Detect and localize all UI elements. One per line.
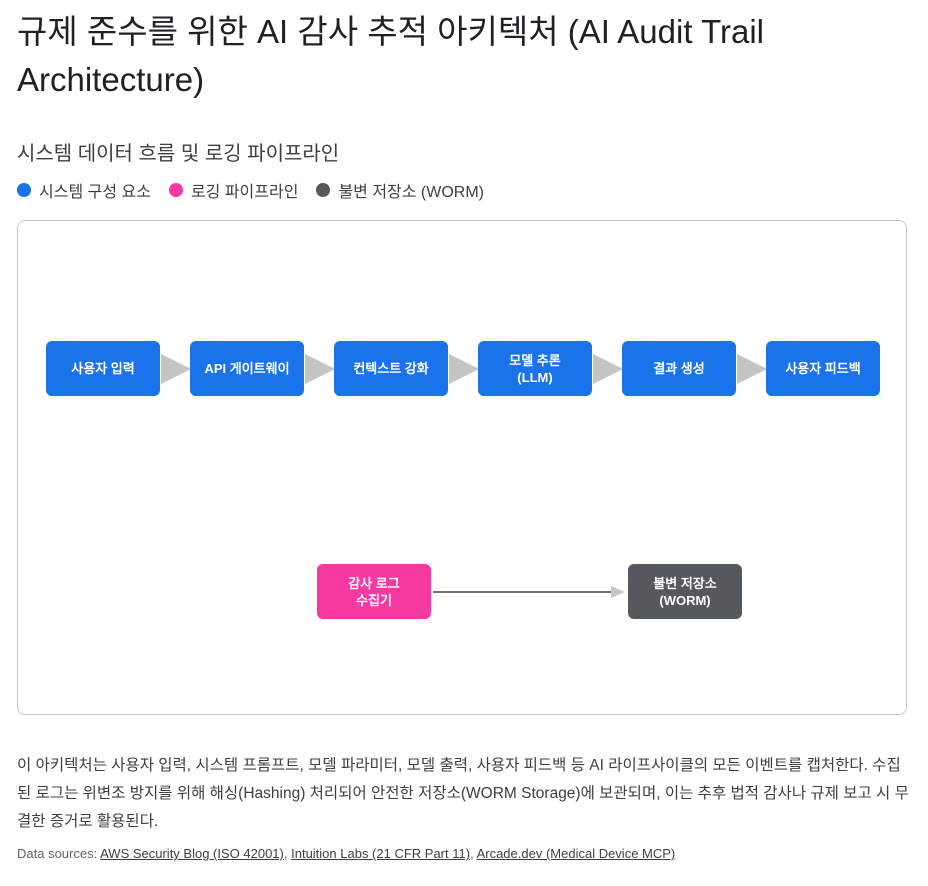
legend-item-system: 시스템 구성 요소 bbox=[17, 178, 151, 202]
node-model-inference: 모델 추론 (LLM) bbox=[478, 341, 592, 396]
legend-label: 불변 저장소 (WORM) bbox=[338, 184, 485, 201]
diagram-canvas bbox=[17, 220, 907, 715]
legend-dot-icon bbox=[316, 183, 331, 197]
node-user-feedback: 사용자 피드백 bbox=[766, 341, 880, 396]
diagram-subtitle: 시스템 데이터 흐름 및 로깅 파이프라인 bbox=[17, 143, 340, 165]
legend-dot-icon bbox=[17, 183, 31, 197]
legend-dot-icon bbox=[168, 183, 183, 197]
sources-prefix: Data sources: bbox=[17, 846, 101, 861]
page-title: 규제 준수를 위한 AI 감사 추적 아키텍처 (AI Audit Trail … bbox=[17, 13, 765, 98]
legend-item-storage: 불변 저장소 (WORM) bbox=[316, 178, 484, 202]
legend: 시스템 구성 요소 로깅 파이프라인 불변 저장소 (WORM) bbox=[17, 178, 484, 202]
node-context-enrichment: 컨텍스트 강화 bbox=[334, 341, 448, 396]
node-worm-storage: 불변 저장소 (WORM) bbox=[628, 564, 742, 619]
log-to-storage-arrowhead bbox=[611, 586, 625, 598]
source-link-aws[interactable]: AWS Security Blog (ISO 42001) bbox=[100, 846, 284, 861]
source-link-intuition[interactable]: Intuition Labs (21 CFR Part 11) bbox=[291, 846, 471, 861]
description: 이 아키텍처는 사용자 입력, 시스템 프롬프트, 모델 파라미터, 모델 출력… bbox=[17, 757, 909, 830]
node-result-generation: 결과 생성 bbox=[622, 341, 736, 396]
legend-label: 로깅 파이프라인 bbox=[190, 184, 299, 201]
source-link-arcade[interactable]: Arcade.dev (Medical Device MCP) bbox=[476, 846, 676, 861]
node-audit-log-collector: 감사 로그 수집기 bbox=[317, 564, 431, 619]
legend-label: 시스템 구성 요소 bbox=[39, 184, 151, 201]
node-api-gateway: API 게이트웨이 bbox=[190, 341, 304, 396]
node-user-input: 사용자 입력 bbox=[46, 341, 160, 396]
legend-item-logging: 로깅 파이프라인 bbox=[168, 178, 299, 202]
data-sources: Data sources: AWS Security Blog (ISO 420… bbox=[17, 846, 676, 861]
